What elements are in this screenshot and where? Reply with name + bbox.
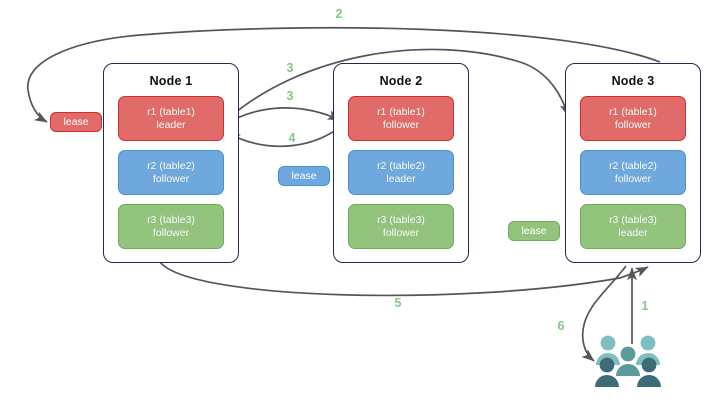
replica-name: r2 (table2): [609, 159, 657, 172]
arrow-step-2: [27, 26, 661, 123]
step-label-1: 1: [641, 299, 649, 313]
replica-name: r3 (table3): [609, 213, 657, 226]
node-3-replica-r3[interactable]: r3 (table3) leader: [580, 204, 686, 249]
replica-name: r2 (table2): [377, 159, 425, 172]
step-label-2: 2: [335, 7, 343, 21]
user-front-right: [637, 357, 661, 387]
replica-role: leader: [156, 118, 186, 131]
arrow-step-3-to-node3: [221, 48, 570, 125]
node-2-container[interactable]: Node 2 r1 (table1) follower r2 (table2) …: [333, 63, 469, 263]
lease-chip-r3[interactable]: lease: [508, 221, 560, 241]
node-3-replicas: r1 (table1) follower r2 (table2) followe…: [580, 96, 686, 249]
node-1-title: Node 1: [149, 74, 193, 88]
replica-name: r2 (table2): [147, 159, 195, 172]
step-label-3a: 3: [286, 61, 294, 75]
arrow-step-3-to-node2: [221, 107, 341, 127]
arrow-step-4: [227, 123, 345, 148]
node-1-replica-r3[interactable]: r3 (table3) follower: [118, 204, 224, 249]
node-2-replica-r1[interactable]: r1 (table1) follower: [348, 96, 454, 141]
step-label-4: 4: [288, 131, 296, 145]
node-1-replica-r2[interactable]: r2 (table2) follower: [118, 150, 224, 195]
replica-name: r1 (table1): [147, 105, 195, 118]
lease-label: lease: [291, 170, 317, 182]
node-2-replicas: r1 (table1) follower r2 (table2) leader …: [348, 96, 454, 249]
step-label-5: 5: [394, 296, 402, 310]
node-3-title: Node 3: [611, 74, 655, 88]
replica-name: r1 (table1): [609, 105, 657, 118]
lease-chip-r1[interactable]: lease: [50, 112, 102, 132]
node-3-container[interactable]: Node 3 r1 (table1) follower r2 (table2) …: [565, 63, 701, 263]
replica-role: follower: [382, 226, 420, 239]
replica-role: leader: [618, 226, 648, 239]
lease-chip-r2[interactable]: lease: [278, 166, 330, 186]
node-2-replica-r2[interactable]: r2 (table2) leader: [348, 150, 454, 195]
replica-role: follower: [382, 118, 420, 131]
replica-role: follower: [614, 172, 652, 185]
users-icon: [595, 335, 661, 387]
replica-role: leader: [386, 172, 416, 185]
replica-name: r1 (table1): [377, 105, 425, 118]
step-label-3b: 3: [286, 89, 294, 103]
node-1-container[interactable]: Node 1 r1 (table1) leader r2 (table2) fo…: [103, 63, 239, 263]
user-center: [616, 346, 640, 376]
replica-role: follower: [152, 226, 190, 239]
arrow-step-6: [581, 265, 627, 362]
user-front-left: [595, 357, 619, 387]
replica-role: follower: [614, 118, 652, 131]
lease-label: lease: [521, 225, 547, 237]
replica-role: follower: [152, 172, 190, 185]
lease-label: lease: [63, 116, 89, 128]
node-1-replicas: r1 (table1) leader r2 (table2) follower …: [118, 96, 224, 249]
node-3-replica-r1[interactable]: r1 (table1) follower: [580, 96, 686, 141]
node-1-replica-r1[interactable]: r1 (table1) leader: [118, 96, 224, 141]
step-label-6: 6: [557, 319, 565, 333]
arrow-step-5: [159, 261, 649, 297]
node-2-replica-r3[interactable]: r3 (table3) follower: [348, 204, 454, 249]
node-3-replica-r2[interactable]: r2 (table2) follower: [580, 150, 686, 195]
replica-name: r3 (table3): [147, 213, 195, 226]
node-2-title: Node 2: [379, 74, 423, 88]
replica-name: r3 (table3): [377, 213, 425, 226]
